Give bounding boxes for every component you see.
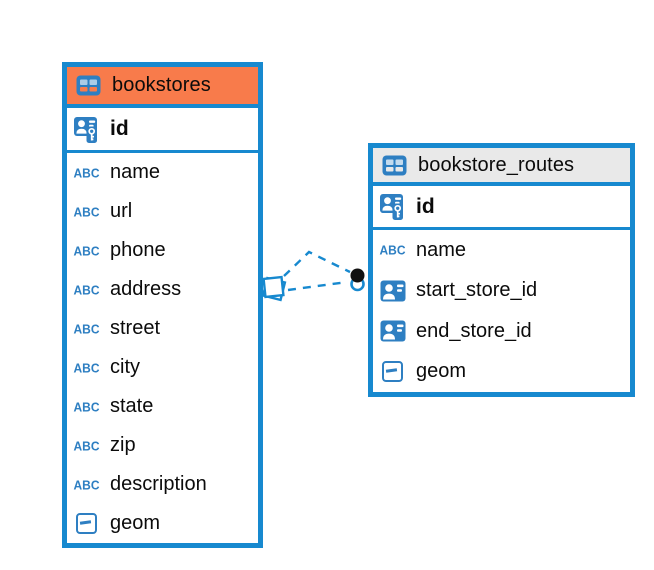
column-row-id[interactable]: id bbox=[373, 186, 630, 230]
geometry-type-icon bbox=[76, 513, 97, 534]
column-name-label: id bbox=[416, 194, 435, 218]
entity-table-bookstores[interactable]: bookstores id ABC name bbox=[62, 62, 263, 548]
text-type-icon: ABC bbox=[73, 476, 100, 493]
text-type-icon: ABC bbox=[73, 437, 100, 454]
column-name-label: street bbox=[110, 317, 161, 339]
column-name-label: start_store_id bbox=[416, 279, 538, 302]
column-row-street[interactable]: ABC street bbox=[67, 309, 258, 348]
column-name-label: address bbox=[110, 278, 182, 300]
primary-key-icon bbox=[71, 115, 102, 144]
table-header-bookstore-routes[interactable]: bookstore_routes bbox=[373, 148, 630, 186]
column-row-geom[interactable]: geom bbox=[67, 504, 258, 543]
text-type-icon: ABC bbox=[73, 359, 100, 376]
entity-table-bookstore-routes[interactable]: bookstore_routes id ABC name bbox=[368, 143, 635, 397]
column-name-label: geom bbox=[416, 360, 467, 383]
column-row-id[interactable]: id bbox=[67, 108, 258, 153]
table-name-label: bookstore_routes bbox=[418, 153, 575, 176]
column-name-label: id bbox=[110, 117, 129, 140]
column-row-city[interactable]: ABC city bbox=[67, 348, 258, 387]
column-row-name[interactable]: ABC name bbox=[373, 230, 630, 271]
column-row-url[interactable]: ABC url bbox=[67, 192, 258, 231]
primary-key-icon bbox=[377, 192, 408, 221]
column-row-phone[interactable]: ABC phone bbox=[67, 231, 258, 270]
relationship-connector[interactable] bbox=[261, 250, 365, 302]
table-header-bookstores[interactable]: bookstores bbox=[67, 67, 258, 108]
text-type-icon: ABC bbox=[73, 320, 100, 337]
column-name-label: zip bbox=[110, 434, 136, 456]
column-row-zip[interactable]: ABC zip bbox=[67, 426, 258, 465]
column-name-label: phone bbox=[110, 239, 166, 261]
text-type-icon: ABC bbox=[73, 242, 100, 259]
column-row-address[interactable]: ABC address bbox=[67, 270, 258, 309]
text-type-icon: ABC bbox=[379, 242, 406, 258]
column-row-start-store-id[interactable]: start_store_id bbox=[373, 271, 630, 312]
relationship-line-upper[interactable] bbox=[283, 250, 351, 277]
geometry-type-icon bbox=[382, 361, 403, 383]
column-row-name[interactable]: ABC name bbox=[67, 153, 258, 192]
table-icon bbox=[379, 155, 410, 176]
column-name-label: name bbox=[416, 238, 467, 261]
column-name-label: geom bbox=[110, 512, 161, 534]
column-name-label: name bbox=[110, 161, 161, 183]
many-end-diamond-marker[interactable] bbox=[261, 275, 287, 302]
text-type-icon: ABC bbox=[73, 281, 100, 298]
text-type-icon: ABC bbox=[73, 398, 100, 415]
column-row-state[interactable]: ABC state bbox=[67, 387, 258, 426]
table-name-label: bookstores bbox=[112, 74, 211, 96]
column-row-end-store-id[interactable]: end_store_id bbox=[373, 311, 630, 352]
text-type-icon: ABC bbox=[73, 203, 100, 220]
foreign-key-icon bbox=[377, 320, 408, 342]
column-name-label: state bbox=[110, 395, 154, 417]
column-row-geom[interactable]: geom bbox=[373, 352, 630, 393]
column-row-description[interactable]: ABC description bbox=[67, 465, 258, 504]
foreign-key-icon bbox=[377, 280, 408, 302]
table-icon bbox=[73, 75, 104, 96]
column-name-label: city bbox=[110, 356, 140, 378]
column-name-label: url bbox=[110, 200, 133, 222]
column-name-label: description bbox=[110, 473, 207, 495]
text-type-icon: ABC bbox=[73, 164, 100, 181]
relationship-line-lower[interactable] bbox=[287, 280, 348, 292]
one-end-circle-marker[interactable] bbox=[350, 268, 365, 292]
column-name-label: end_store_id bbox=[416, 319, 532, 342]
